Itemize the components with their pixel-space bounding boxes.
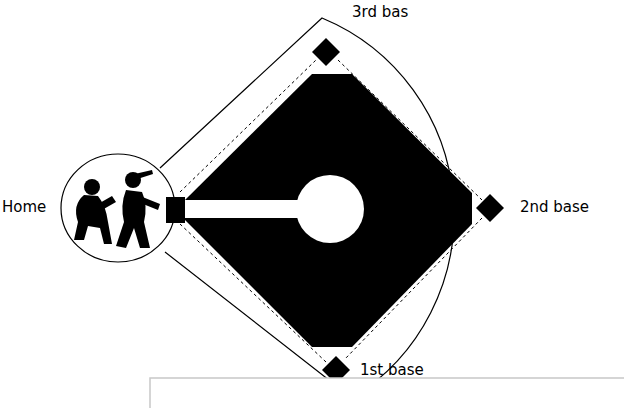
catcher-figure (74, 179, 116, 244)
mound-path (185, 200, 305, 218)
pitchers-mound (296, 175, 364, 243)
batter-figure (116, 170, 160, 248)
infield (185, 74, 472, 347)
home-circle (61, 154, 175, 262)
base-paths (180, 60, 482, 362)
bottom-panel (150, 378, 624, 408)
home-plate (166, 197, 185, 223)
second-base (476, 194, 504, 222)
home-label: Home (2, 199, 46, 216)
base-label: 2nd base (520, 199, 589, 216)
base-label: 3rd bas (352, 4, 408, 21)
base-label: 1st base (360, 362, 424, 379)
third-base (312, 38, 340, 66)
